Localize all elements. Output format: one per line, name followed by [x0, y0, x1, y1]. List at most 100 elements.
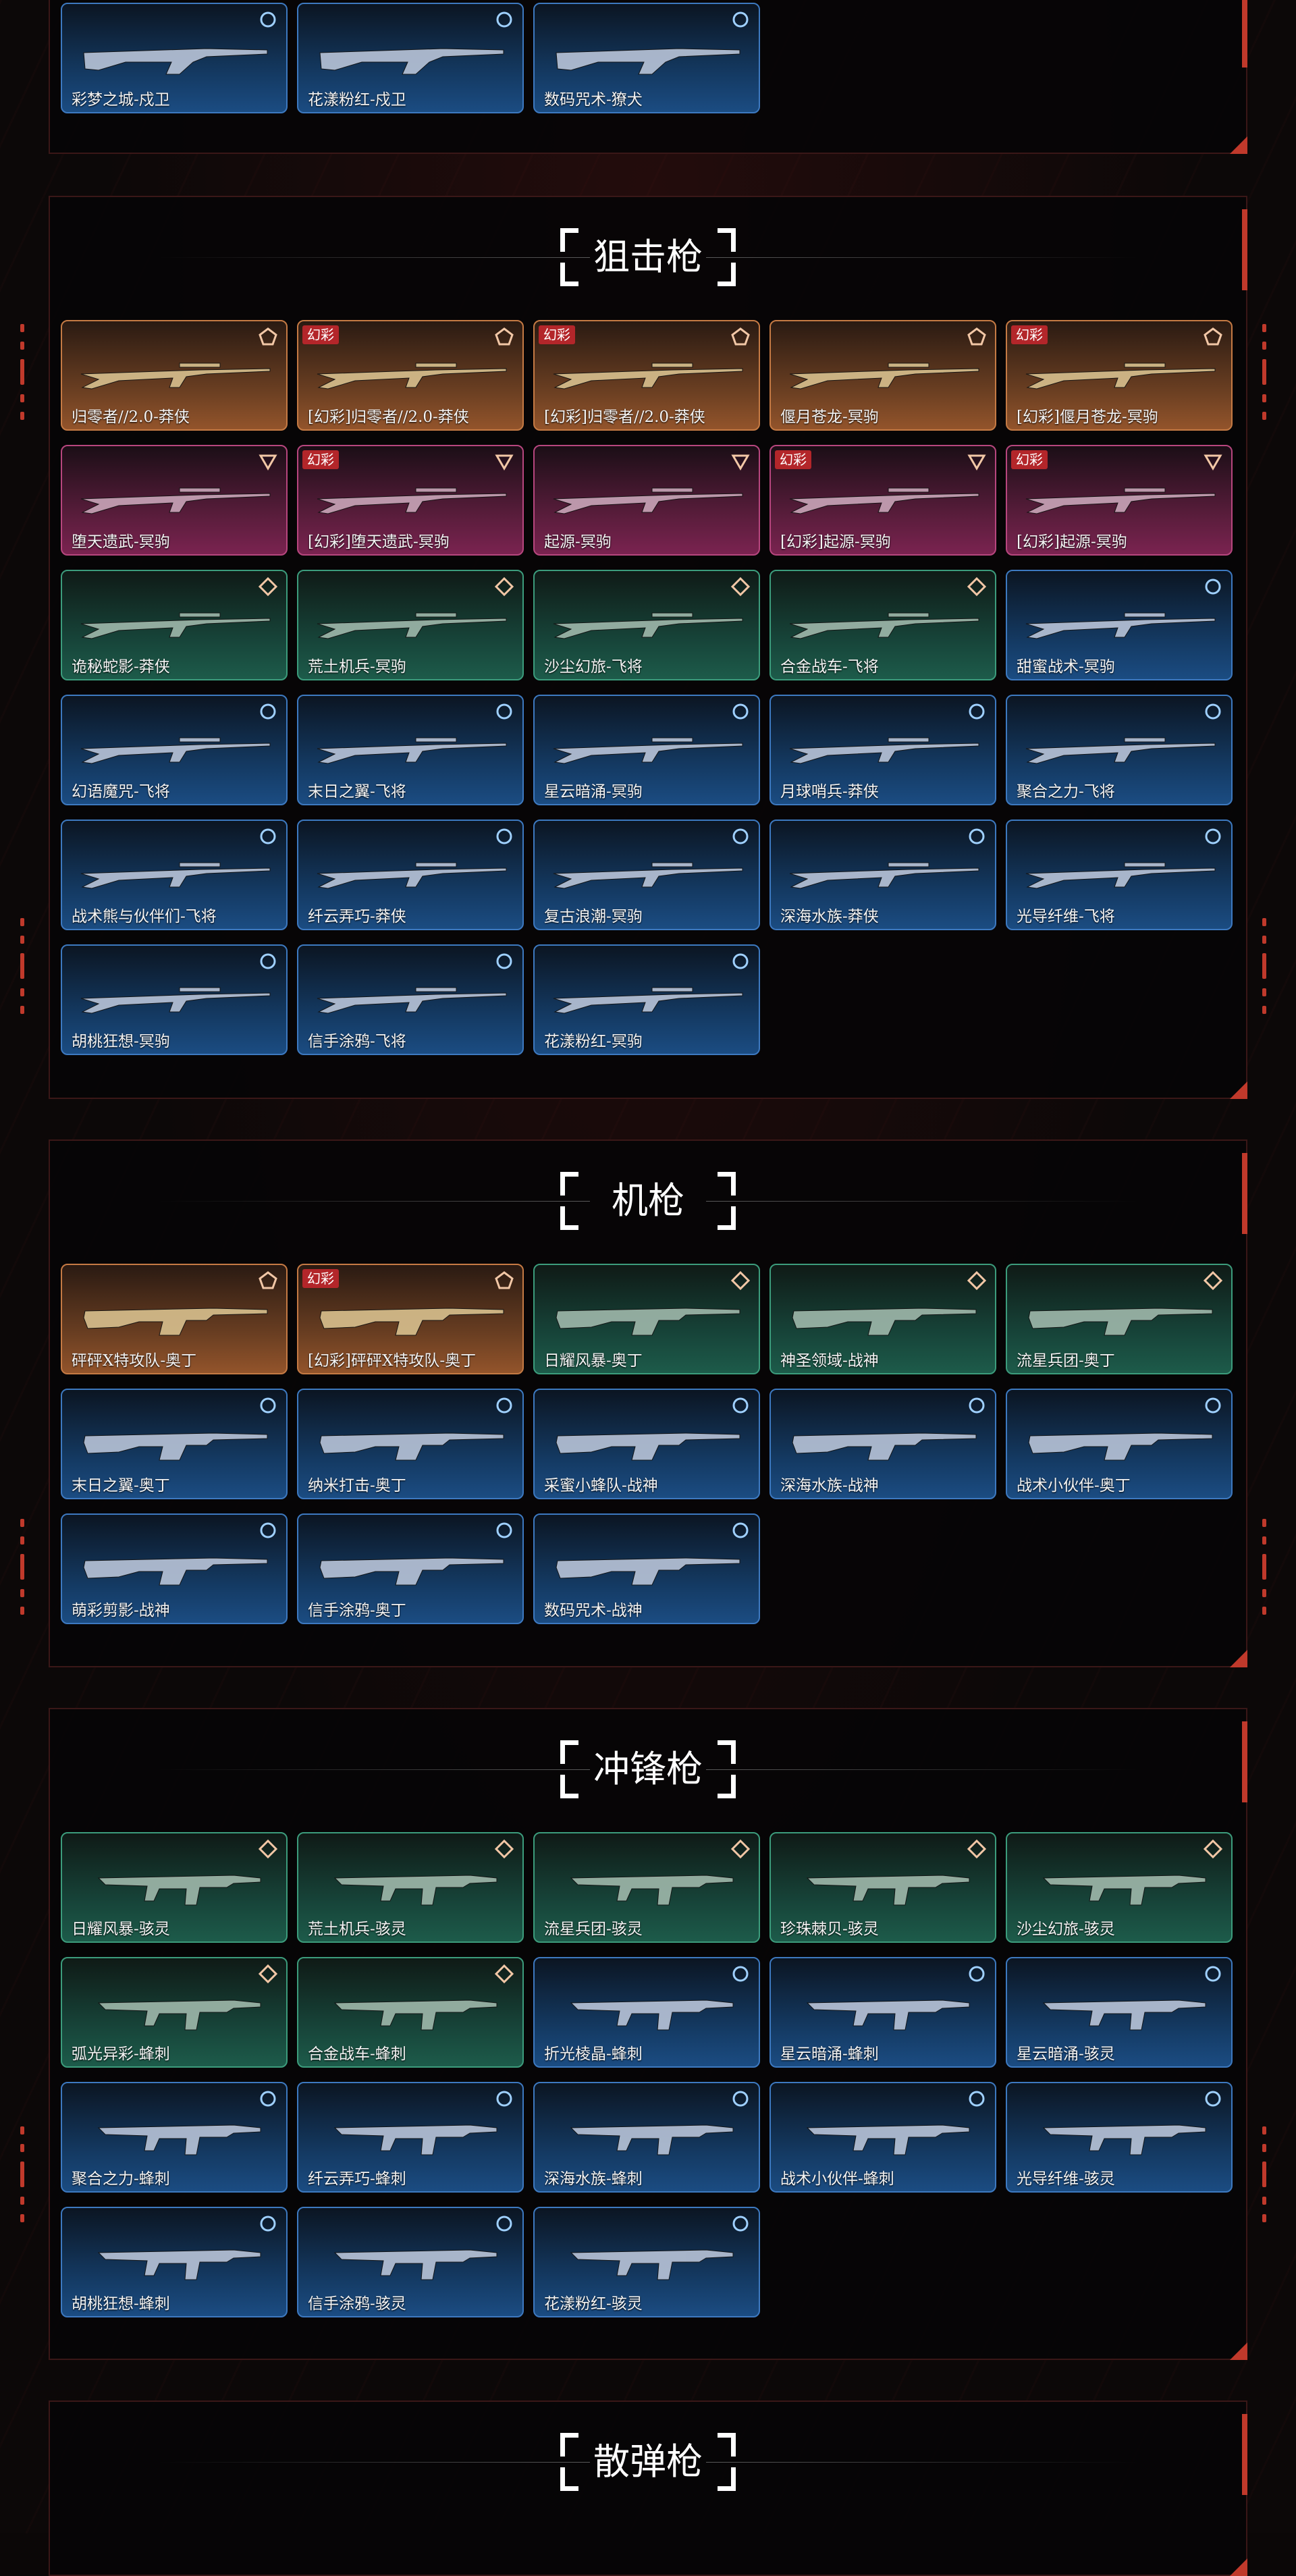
skin-name: 聚合之力-飞将: [1017, 783, 1115, 801]
skin-card[interactable]: 偃月苍龙-冥驹: [770, 320, 996, 431]
rarity-gold-icon: [1204, 327, 1222, 346]
sniper-icon: [789, 862, 979, 889]
skin-card[interactable]: 花漾粉红-冥驹: [533, 944, 760, 1055]
decor-dash: [20, 342, 24, 350]
smg-icon: [1042, 2000, 1206, 2031]
skin-card[interactable]: 信手涂鸦-骇灵: [297, 2207, 524, 2317]
skin-card[interactable]: 信手涂鸦-奥丁: [297, 1513, 524, 1624]
skin-card[interactable]: 沙尘幻旅-飞将: [533, 570, 760, 680]
skin-card[interactable]: 纳米打击-奥丁: [297, 1389, 524, 1499]
rarity-blue-icon: [260, 1397, 276, 1414]
skin-card[interactable]: 诡秘蛇影-莽侠: [61, 570, 288, 680]
skin-card[interactable]: 深海水族-莽侠: [770, 820, 996, 930]
smg-icon: [333, 2124, 497, 2155]
skin-card[interactable]: 幻彩[幻彩]起源-冥驹: [1006, 445, 1233, 556]
skin-card[interactable]: 战术小伙伴-奥丁: [1006, 1389, 1233, 1499]
skin-card[interactable]: 幻彩[幻彩]归零者//2.0-莽侠: [297, 320, 524, 431]
skin-card[interactable]: 光导纤维-骇灵: [1006, 2082, 1233, 2193]
skin-card[interactable]: 荒土机兵-骇灵: [297, 1832, 524, 1943]
sniper-icon: [553, 987, 743, 1014]
skin-card[interactable]: 弧光异彩-蜂刺: [61, 1957, 288, 2068]
skin-card[interactable]: 合金战车-飞将: [770, 570, 996, 680]
skin-card[interactable]: 幻语魔咒-飞将: [61, 695, 288, 805]
skin-card[interactable]: 星云暗涌-冥驹: [533, 695, 760, 805]
skin-name: 彩梦之城-戍卫: [72, 91, 170, 109]
machinegun-icon: [319, 1432, 504, 1461]
sniper-icon: [317, 363, 507, 390]
skin-name: 荒土机兵-冥驹: [308, 658, 406, 676]
skin-card[interactable]: 神圣领域-战神: [770, 1264, 996, 1374]
smg-icon: [1042, 1875, 1206, 1906]
skin-card[interactable]: 星云暗涌-蜂刺: [770, 1957, 996, 2068]
sniper-icon: [80, 987, 271, 1014]
skin-card[interactable]: 信手涂鸦-飞将: [297, 944, 524, 1055]
decor-dash: [1262, 2126, 1266, 2135]
skin-card[interactable]: 日耀风暴-奥丁: [533, 1264, 760, 1374]
skin-card[interactable]: 日耀风暴-骇灵: [61, 1832, 288, 1943]
skin-card[interactable]: 战术小伙伴-蜂刺: [770, 2082, 996, 2193]
skin-card[interactable]: 幻彩[幻彩]偃月苍龙-冥驹: [1006, 320, 1233, 431]
skin-card[interactable]: 花漾粉红-骇灵: [533, 2207, 760, 2317]
skin-name: 聚合之力-蜂刺: [72, 2170, 170, 2188]
skin-card[interactable]: 珍珠棘贝-骇灵: [770, 1832, 996, 1943]
decor-dash: [1262, 2162, 1266, 2182]
skin-card[interactable]: 数码咒术-战神: [533, 1513, 760, 1624]
skin-card[interactable]: 归零者//2.0-莽侠: [61, 320, 288, 431]
heading-divider: [158, 1201, 590, 1202]
skin-card[interactable]: 聚合之力-蜂刺: [61, 2082, 288, 2193]
skin-card[interactable]: 幻彩[幻彩]堕天遗武-冥驹: [297, 445, 524, 556]
skin-card[interactable]: 花漾粉红-戍卫: [297, 3, 524, 113]
skin-name: 折光棱晶-蜂刺: [544, 2045, 643, 2063]
skin-card[interactable]: 彩梦之城-戍卫: [61, 3, 288, 113]
rarity-blue-icon: [260, 828, 276, 844]
skin-card[interactable]: 深海水族-蜂刺: [533, 2082, 760, 2193]
skin-card[interactable]: 堕天遗武-冥驹: [61, 445, 288, 556]
rarity-blue-icon: [1205, 1397, 1221, 1414]
rarity-blue-icon: [260, 11, 276, 28]
skin-card[interactable]: 聚合之力-飞将: [1006, 695, 1233, 805]
skin-card[interactable]: 纤云弄巧-蜂刺: [297, 2082, 524, 2193]
skin-name: 信手涂鸦-飞将: [308, 1033, 406, 1050]
skin-card[interactable]: 胡桃狂想-蜂刺: [61, 2207, 288, 2317]
section-panel: 散弹枪: [49, 2400, 1247, 2576]
skin-card[interactable]: 沙尘幻旅-骇灵: [1006, 1832, 1233, 1943]
skin-card[interactable]: 流星兵团-骇灵: [533, 1832, 760, 1943]
rarity-blue-icon: [1205, 703, 1221, 720]
skin-card[interactable]: 砰砰X特攻队-奥丁: [61, 1264, 288, 1374]
skin-card[interactable]: 月球哨兵-莽侠: [770, 695, 996, 805]
skin-card[interactable]: 末日之翼-奥丁: [61, 1389, 288, 1499]
skin-card[interactable]: 末日之翼-飞将: [297, 695, 524, 805]
variant-badge: 幻彩: [302, 1269, 339, 1288]
skin-card[interactable]: 深海水族-战神: [770, 1389, 996, 1499]
skin-card[interactable]: 纤云弄巧-莽侠: [297, 820, 524, 930]
decor-dash: [20, 936, 24, 944]
skin-card[interactable]: 荒土机兵-冥驹: [297, 570, 524, 680]
skin-card[interactable]: 星云暗涌-骇灵: [1006, 1957, 1233, 2068]
skin-card[interactable]: 胡桃狂想-冥驹: [61, 944, 288, 1055]
skin-card[interactable]: 流星兵团-奥丁: [1006, 1264, 1233, 1374]
skin-card[interactable]: 折光棱晶-蜂刺: [533, 1957, 760, 2068]
skin-card[interactable]: 数码咒术-獠犬: [533, 3, 760, 113]
skin-card[interactable]: 起源-冥驹: [533, 445, 760, 556]
skin-card[interactable]: 甜蜜战术-冥驹: [1006, 570, 1233, 680]
skin-card[interactable]: 合金战车-蜂刺: [297, 1957, 524, 2068]
skin-name: 胡桃狂想-蜂刺: [72, 2295, 170, 2313]
skin-card[interactable]: 战术熊与伙伴们-飞将: [61, 820, 288, 930]
skin-card[interactable]: 光导纤维-飞将: [1006, 820, 1233, 930]
smg-icon: [97, 1875, 261, 1906]
skin-card[interactable]: 幻彩[幻彩]砰砰X特攻队-奥丁: [297, 1264, 524, 1374]
skin-card[interactable]: 复古浪潮-冥驹: [533, 820, 760, 930]
skin-card[interactable]: 幻彩[幻彩]归零者//2.0-莽侠: [533, 320, 760, 431]
skin-name: 深海水族-蜂刺: [544, 2170, 643, 2188]
skin-card[interactable]: 萌彩剪影-战神: [61, 1513, 288, 1624]
skin-name: 月球哨兵-莽侠: [780, 783, 879, 801]
rarity-blue-icon: [1205, 579, 1221, 595]
skin-card[interactable]: 幻彩[幻彩]起源-冥驹: [770, 445, 996, 556]
machinegun-icon: [83, 1432, 268, 1461]
skin-card[interactable]: 采蜜小蜂队-战神: [533, 1389, 760, 1499]
sniper-icon: [317, 612, 507, 639]
machinegun-icon: [83, 1557, 268, 1586]
decor-dash: [1262, 1589, 1266, 1597]
smg-icon: [806, 2000, 970, 2031]
rarity-blue-icon: [969, 703, 985, 720]
